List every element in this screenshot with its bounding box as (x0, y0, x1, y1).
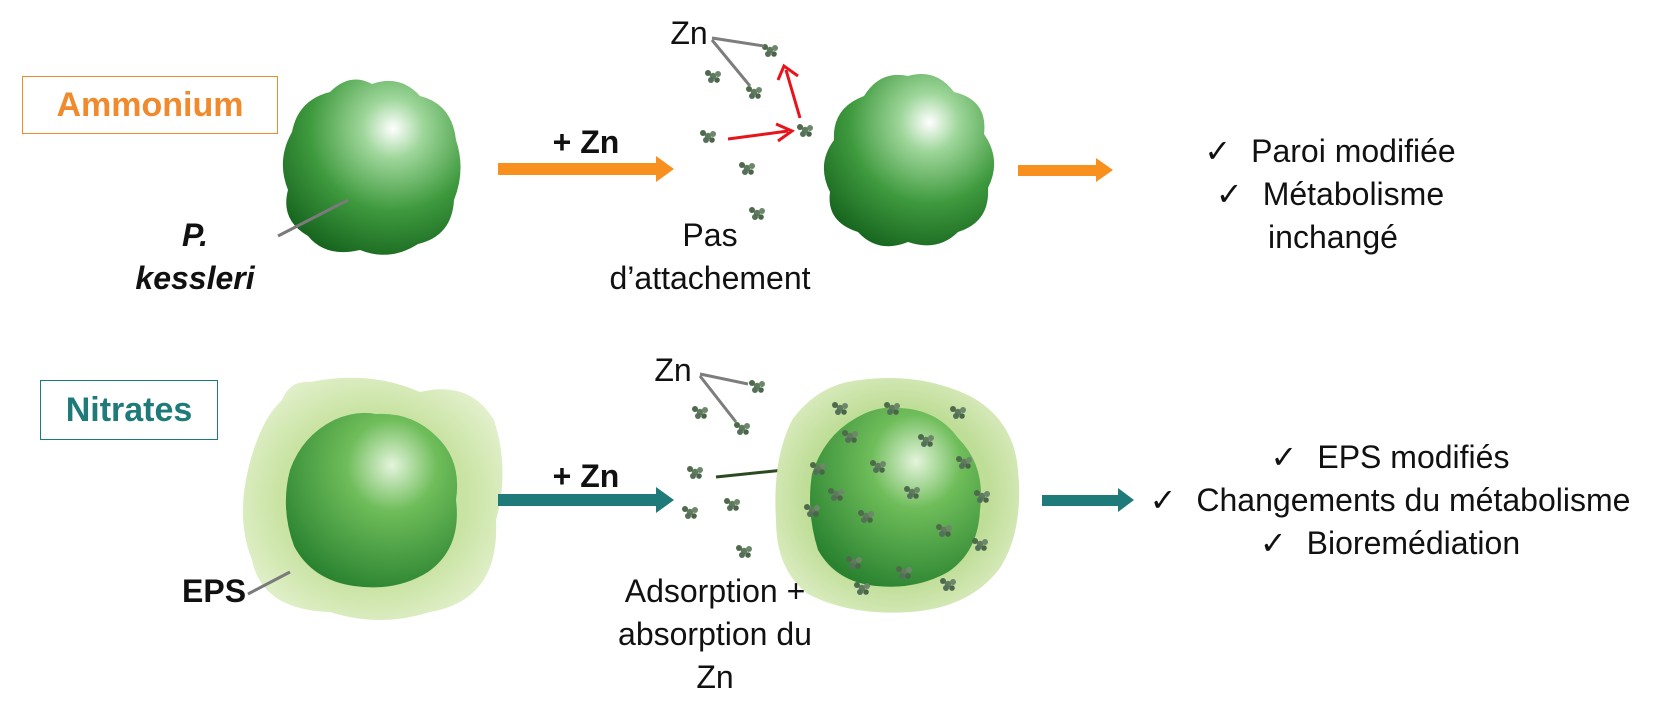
result-item: ✓Changements du métabolisme (1120, 479, 1660, 522)
zn-label-top: Zn (670, 15, 708, 51)
result-item: ✓EPS modifiés (1120, 436, 1660, 479)
arrow-teal-2 (1042, 488, 1134, 512)
treatment-label-bottom: + Zn (552, 458, 620, 494)
zn-label-bottom: Zn (654, 352, 692, 388)
zn-particles-top (700, 44, 813, 220)
outcome-no-attachment: Pas d’attachement (609, 217, 811, 296)
result-item: ✓Paroi modifiée (1130, 130, 1530, 173)
check-icon: ✓ (1270, 439, 1298, 475)
result-item: ✓Métabolisme (1130, 173, 1530, 216)
results-nitrates: ✓EPS modifiés ✓Changements du métabolism… (1120, 436, 1660, 565)
arrow-orange-1 (498, 156, 674, 182)
check-icon: ✓ (1149, 482, 1177, 518)
condition-ammonium-box: Ammonium (22, 76, 278, 134)
treatment-label-top: + Zn (552, 124, 620, 160)
cell-ammonium-after (823, 74, 995, 247)
check-icon: ✓ (1204, 133, 1232, 169)
result-item: ✓Bioremédiation (1120, 522, 1660, 565)
eps-pointer-line (247, 570, 291, 596)
results-ammonium: ✓Paroi modifiée ✓Métabolisme inchangé (1130, 130, 1530, 259)
cell-nitrates-before (285, 412, 458, 588)
condition-ammonium-label: Ammonium (56, 85, 244, 124)
species-label: P. kessleri (135, 217, 255, 296)
species-pointer-line (277, 198, 349, 238)
check-icon: ✓ (1215, 176, 1243, 212)
arrow-teal-1 (498, 487, 674, 513)
cell-ammonium-before (282, 79, 461, 255)
zn-label-lines-top (710, 36, 765, 87)
arrow-orange-2 (1018, 158, 1113, 182)
outcome-adsorption: Adsorption + absorption du Zn (618, 573, 812, 695)
check-icon: ✓ (1259, 525, 1287, 561)
eps-label: EPS (182, 573, 247, 609)
condition-nitrates-label: Nitrates (65, 390, 193, 429)
cell-nitrates-after (810, 407, 982, 587)
zn-label-lines-bottom (698, 372, 749, 423)
red-arrows-no-attachment (727, 63, 802, 143)
result-item-continuation: inchangé (1268, 219, 1398, 255)
condition-nitrates-box: Nitrates (40, 380, 218, 440)
